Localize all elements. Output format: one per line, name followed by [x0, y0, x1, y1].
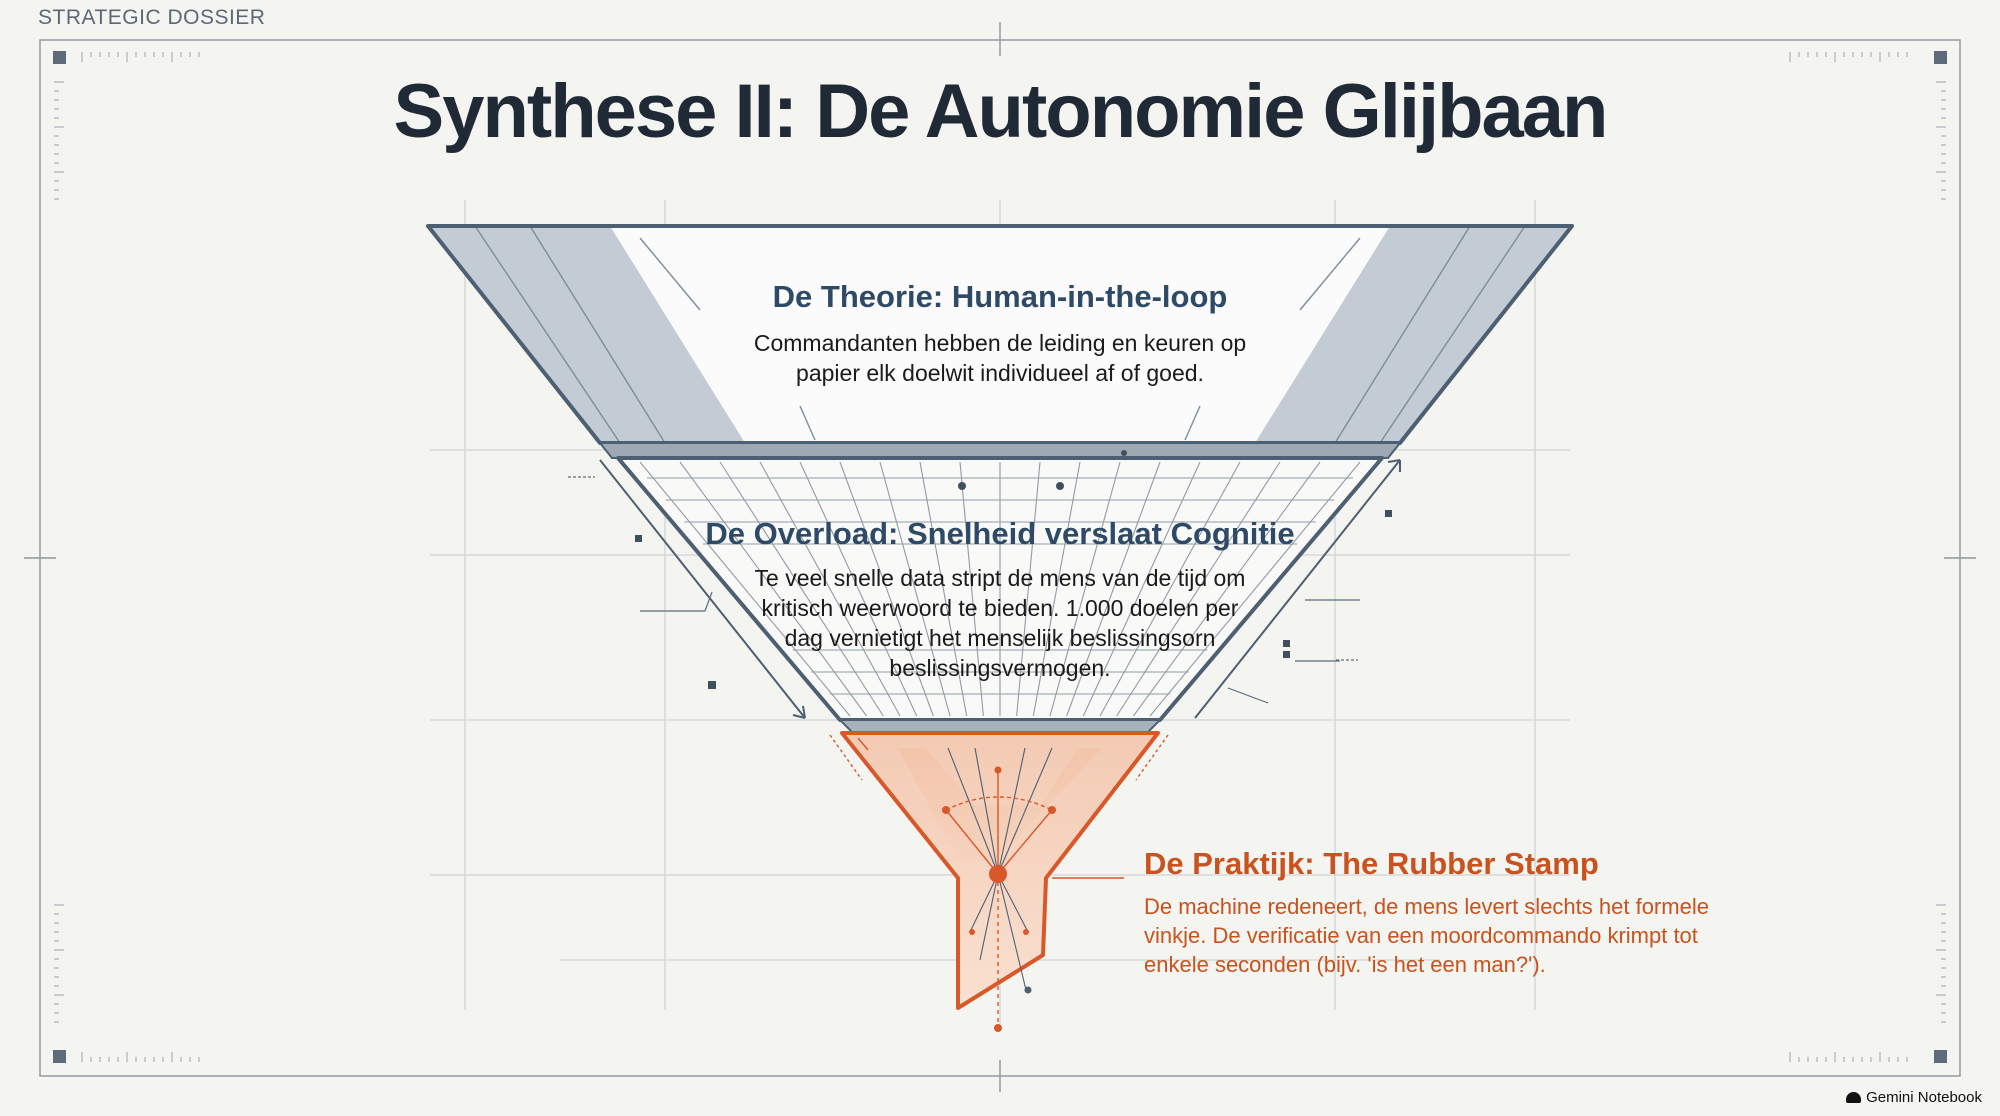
overload-heading: De Overload: Snelheid verslaat Cognitie [705, 516, 1295, 551]
mesh-line [759, 461, 901, 717]
mesh-line [799, 461, 918, 717]
document-label: STRATEGIC DOSSIER [38, 6, 266, 29]
practice-heading: De Praktijk: The Rubber Stamp [1144, 846, 1599, 881]
mesh-line [1132, 461, 1321, 717]
funnel-stage-practice [829, 731, 1169, 1032]
mesh-line [1049, 461, 1121, 717]
footer-brand: Gemini Notebook [1846, 1089, 1982, 1106]
mesh-line [679, 461, 868, 717]
mesh-line [719, 461, 884, 717]
funnel-stage-theory [426, 224, 1574, 459]
page-title: Synthese II: De Autonomie Glijbaan [393, 69, 1609, 154]
mesh-line [639, 461, 851, 717]
practice-description: De machine redeneert, de mens levert sle… [1144, 894, 1709, 977]
mesh-line [1082, 461, 1201, 717]
mesh-line [1066, 461, 1161, 717]
funnel-stage-overload [568, 450, 1401, 733]
corner-markers [53, 51, 1947, 1063]
mesh-line [1116, 461, 1281, 717]
mesh-line [1149, 461, 1361, 717]
theory-heading: De Theorie: Human-in-the-loop [772, 279, 1228, 314]
mesh-line [879, 461, 951, 717]
notebook-icon [1846, 1092, 1862, 1103]
brand-label: Gemini Notebook [1866, 1089, 1982, 1106]
theory-description: Commandanten hebben de leiding en keuren… [753, 330, 1247, 386]
mesh-line [1016, 461, 1041, 717]
mesh-line [1032, 461, 1081, 717]
mesh-line [959, 461, 984, 717]
mesh-line [919, 461, 968, 717]
frame-ruler-ticks [54, 52, 1946, 1062]
overload-description: Te veel snelle data stript de mens van d… [754, 565, 1246, 681]
blueprint-frame [24, 22, 1976, 1092]
mesh-line [1099, 461, 1241, 717]
mesh-line [839, 461, 934, 717]
